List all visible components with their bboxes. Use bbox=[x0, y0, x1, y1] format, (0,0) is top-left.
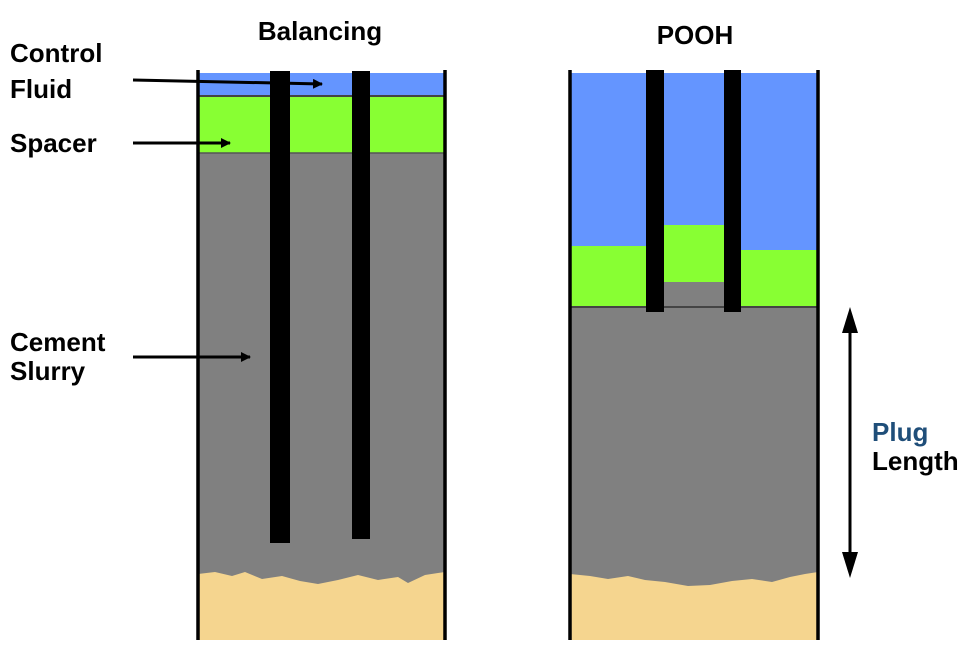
pooh-spacer-layer-inner bbox=[664, 225, 724, 283]
pooh-drill-pipe-left bbox=[646, 70, 664, 312]
control-fluid-arrow bbox=[132, 78, 323, 89]
balancing-spacer-layer bbox=[198, 97, 445, 153]
control-fluid-label-line2: Fluid bbox=[10, 74, 72, 104]
control-fluid-label-line1: Control bbox=[10, 38, 102, 68]
pooh-well bbox=[568, 70, 820, 640]
balancing-formation-layer bbox=[198, 572, 445, 640]
pooh-spacer-layer-right bbox=[741, 250, 818, 307]
plug-length-arrowhead-top bbox=[842, 307, 858, 333]
pooh-spacer-layer-left bbox=[570, 246, 648, 306]
pooh-formation-layer bbox=[570, 572, 818, 640]
balancing-well bbox=[196, 70, 447, 640]
pooh-cement-layer bbox=[570, 307, 818, 593]
cement-slurry-label-line1: Cement bbox=[10, 327, 106, 357]
pooh-title: POOH bbox=[657, 20, 734, 50]
plug-length-label-line1: Plug bbox=[872, 417, 928, 447]
balancing-title: Balancing bbox=[258, 16, 382, 46]
balancing-drill-pipe-left bbox=[270, 71, 290, 543]
pooh-control-fluid-layer bbox=[570, 73, 818, 253]
spacer-label: Spacer bbox=[10, 128, 97, 158]
plug-length-label-line2: Length bbox=[872, 446, 959, 476]
pooh-drill-pipe-right bbox=[724, 70, 741, 312]
cement-slurry-label-line2: Slurry bbox=[10, 356, 86, 386]
plug-length-arrowhead-bottom bbox=[842, 552, 858, 578]
balancing-drill-pipe-right bbox=[352, 71, 370, 539]
balancing-cement-layer bbox=[198, 153, 445, 593]
